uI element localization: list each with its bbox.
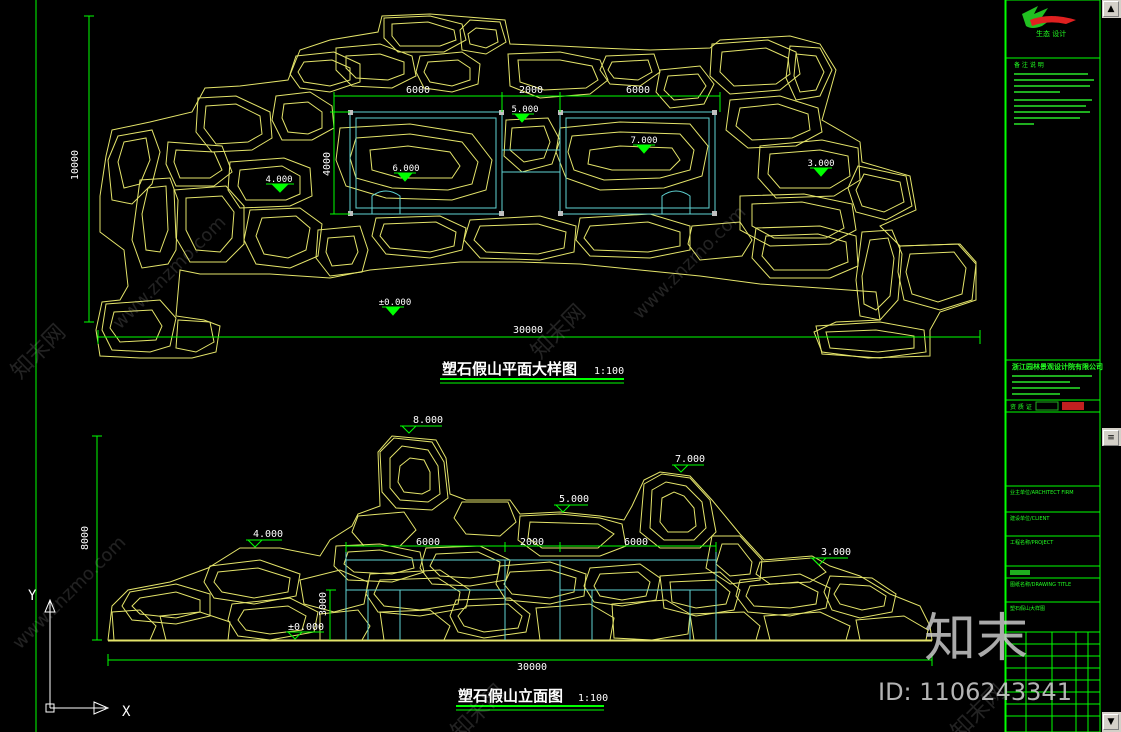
plan-dim-mid: 2000	[519, 85, 543, 96]
scroll-up-arrow-icon[interactable]: ▲	[1103, 1, 1119, 17]
elev-elev-7: 7.000	[675, 454, 705, 465]
elev-dim-total-width: 30000	[517, 662, 547, 673]
notes-lines	[1014, 73, 1094, 125]
cert-label: 资 质 证	[1010, 403, 1032, 411]
elev-elev-8: 8.000	[413, 415, 443, 426]
elev-elev-3: 3.000	[821, 547, 851, 558]
elev-dimensions	[92, 435, 933, 666]
plan-elev-6: 6.000	[392, 164, 419, 174]
plan-dim-height: 4000	[322, 152, 333, 176]
drawing-title-value: 塑石假山大样图	[1010, 605, 1045, 612]
title-block-grid	[1006, 631, 1100, 732]
scroll-thumb-icon[interactable]: ≡	[1103, 430, 1119, 446]
elev-dim-height: 3000	[318, 592, 329, 616]
plan-dimensions	[84, 15, 981, 344]
plan-dim-total-width: 30000	[513, 325, 543, 336]
plan-platforms	[349, 111, 716, 215]
elev-elev-4: 4.000	[253, 529, 283, 540]
ucs-x-label: X	[122, 704, 131, 720]
ucs-icon	[44, 598, 110, 715]
plan-elevation-markers	[266, 113, 832, 316]
elev-dim-mid: 2000	[520, 537, 544, 548]
plan-dim-right: 6000	[626, 85, 650, 96]
elev-title: 塑石假山立面图	[458, 687, 563, 705]
scroll-down-arrow-icon[interactable]: ▼	[1103, 714, 1119, 730]
elev-dim-left: 6000	[416, 537, 440, 548]
plan-elev-7: 7.000	[630, 136, 657, 146]
watermark-logo-text: 知末	[924, 609, 1028, 669]
notes-heading: 备 注 说 明	[1014, 61, 1044, 69]
plan-scale: 1:100	[594, 366, 624, 377]
elev-dim-right: 6000	[624, 537, 648, 548]
company-logo	[1022, 6, 1076, 28]
plan-elev-5: 5.000	[511, 105, 538, 115]
company-name: 浙江园林景观设计院有限公司	[1012, 362, 1103, 371]
elev-platforms	[345, 548, 717, 640]
plan-columns	[348, 110, 717, 216]
title-block: 生态 设计 备 注 说 明 浙江园林景观设计院有限公司 资 质 证 业主单位/A…	[1005, 0, 1103, 732]
plan-elev-0: ±0.000	[379, 298, 412, 308]
watermark-id: ID: 1106243341	[878, 678, 1072, 706]
logo-caption: 生态 设计	[1036, 29, 1066, 38]
elevation-view: 6000 2000 6000 3000 8000 30000 8.000 7.0…	[80, 415, 933, 711]
elev-dim-total-height: 8000	[80, 526, 91, 550]
elev-elev-5: 5.000	[559, 494, 589, 505]
plan-title: 塑石假山平面大样图	[442, 360, 577, 378]
drawing-title-label: 图纸名称/DRAWING TITLE	[1010, 581, 1071, 588]
elev-scale: 1:100	[578, 693, 608, 704]
elev-elev-0: ±0.000	[288, 622, 324, 633]
plan-dim-left: 6000	[406, 85, 430, 96]
plan-elev-4: 4.000	[265, 175, 292, 185]
plan-view: 6000 2000 6000 4000 10000 30000 4.000 6.…	[70, 13, 981, 384]
plan-rockwork	[95, 13, 977, 359]
plan-dim-total-height: 10000	[70, 150, 81, 180]
project-label: 工程名称/PROJECT	[1010, 539, 1054, 546]
owner-label: 业主单位/ARCHITECT FIRM	[1010, 489, 1074, 496]
client-label: 建设单位/CLIENT	[1010, 515, 1050, 522]
ucs-y-label: Y	[28, 588, 37, 604]
plan-elev-3: 3.000	[807, 159, 834, 169]
elev-elevation-markers	[246, 425, 848, 640]
